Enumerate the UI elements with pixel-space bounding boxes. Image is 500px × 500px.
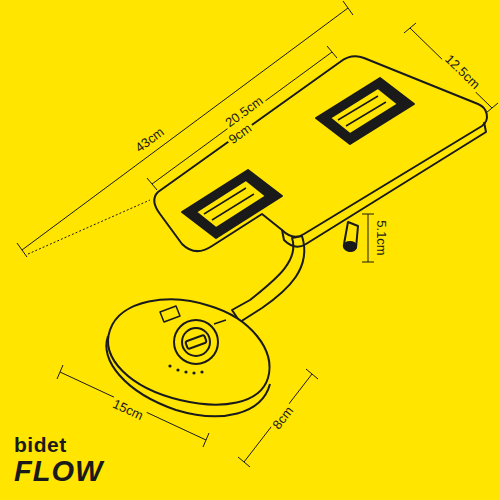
dimension-label: 8cm: [269, 402, 298, 433]
logo-text: bidet: [12, 434, 69, 456]
dimension-lines: [17, 1, 498, 467]
bidet-body: [106, 56, 486, 416]
dimension-label: 43cm: [131, 124, 168, 157]
dimension-label: 15cm: [109, 396, 147, 424]
dimension-label: 5.1cm: [374, 218, 388, 257]
logo-text: FLOW: [12, 456, 105, 486]
dimension-label: 12.5cm: [440, 51, 483, 94]
